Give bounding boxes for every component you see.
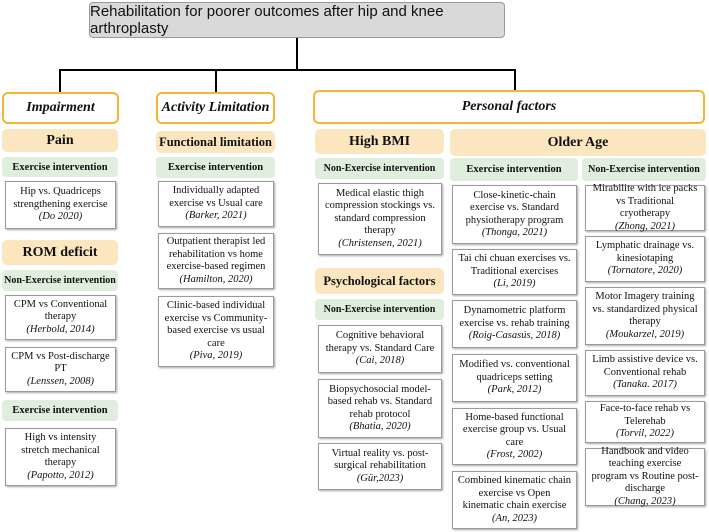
diagram-title: Rehabilitation for poorer outcomes after… xyxy=(89,2,505,38)
study-text: Motor Imagery training vs. standardized … xyxy=(592,291,698,327)
study-card-rom-1: CPM vs Conventional therapy (Herbold, 20… xyxy=(5,295,116,340)
study-card-non-exercise-4: Limb assistive device vs. Conventional r… xyxy=(585,350,705,396)
study-card-functional-1: Individually adapted exercise vs Usual c… xyxy=(158,181,274,227)
study-text: Dynamometric platform exercise vs. rehab… xyxy=(459,305,570,329)
study-text: Cognitive behavioral therapy vs. Standar… xyxy=(325,330,435,354)
study-text: High vs intensity stretch mechanical the… xyxy=(21,432,100,468)
connector-activity xyxy=(215,69,217,93)
study-citation: (Tanaka. 2017) xyxy=(613,379,677,391)
study-card-non-exercise-2: Lymphatic drainage vs. kinesiotaping (To… xyxy=(585,236,705,282)
connector-horizontal xyxy=(59,69,515,71)
study-card-non-exercise-6: Handbook and video teaching exercise pro… xyxy=(585,445,705,507)
study-card-functional-3: Clinic-based individual exercise vs Comm… xyxy=(158,296,274,367)
study-citation: (Torvil, 2022) xyxy=(616,428,674,440)
study-citation: (Barker, 2021) xyxy=(185,210,247,222)
study-citation: (An, 2023) xyxy=(492,512,537,524)
study-citation: (Chang, 2023) xyxy=(614,495,676,507)
study-citation: (Frost, 2002) xyxy=(486,449,543,460)
study-text: CPM vs Post-discharge PT xyxy=(11,350,110,375)
study-card-rom-3: High vs intensity stretch mechanical the… xyxy=(5,428,116,486)
study-text: Medical elastic thigh compression stocki… xyxy=(325,187,435,237)
study-citation: (Roig-Casasús, 2018) xyxy=(468,330,561,342)
study-text: Biopsychosocial model-based rehab vs. St… xyxy=(327,383,433,420)
study-citation: (Zhong, 2021) xyxy=(614,220,676,232)
study-text: Clinic-based individual exercise vs Comm… xyxy=(164,300,268,349)
study-text: Mirabilite with ice packs vs Traditional… xyxy=(592,183,698,219)
study-citation: (Herbold, 2014) xyxy=(26,323,95,335)
study-text: Outpatient therapist led rehabilitation … xyxy=(166,236,266,272)
study-card-older-age-6: Combined kinematic chain exercise vs Ope… xyxy=(452,471,577,529)
subcategory-pain: Pain xyxy=(2,129,118,152)
study-citation: (Hamilton, 2020) xyxy=(179,273,253,285)
study-card-pain-1: Hip vs. Quadriceps strengthening exercis… xyxy=(5,181,116,229)
study-text: Hip vs. Quadriceps strengthening exercis… xyxy=(13,186,108,210)
connector-personal xyxy=(514,69,516,91)
study-citation: (Bhatia, 2020) xyxy=(349,421,411,432)
study-card-older-age-2: Tai chi chuan exercises vs. Traditional … xyxy=(452,249,577,295)
pain-exercise-intervention: Exercise intervention xyxy=(2,157,118,177)
study-text: Handbook and video teaching exercise pro… xyxy=(591,445,699,495)
study-card-older-age-1: Close-kinetic-chain exercise vs. Standar… xyxy=(452,185,577,244)
study-card-psych-3: Virtual reality vs. post-surgical rehabi… xyxy=(318,443,442,490)
study-citation: (Park, 2012) xyxy=(487,384,542,396)
study-text: Modified vs. conventional quadriceps set… xyxy=(459,359,570,383)
study-text: Home-based functional exercise group vs.… xyxy=(462,411,567,448)
study-card-rom-2: CPM vs Post-discharge PT (Lenssen, 2008) xyxy=(5,347,116,392)
study-text: Face-to-face rehab vs Telerehab xyxy=(599,403,691,427)
older-age-non-exercise-intervention: Non-Exercise intervention xyxy=(582,158,706,181)
study-citation: (Thonga, 2021) xyxy=(481,227,548,238)
study-text: Limb assistive device vs. Conventional r… xyxy=(592,354,698,378)
study-text: Lymphatic drainage vs. kinesiotaping xyxy=(595,240,695,264)
study-text: Combined kinematic chain exercise vs Ope… xyxy=(457,475,572,511)
study-card-bmi-1: Medical elastic thigh compression stocki… xyxy=(318,183,442,255)
connector-impairment xyxy=(59,69,61,93)
study-card-older-age-3: Dynamometric platform exercise vs. rehab… xyxy=(452,300,577,348)
study-card-non-exercise-1: Mirabilite with ice packs vs Traditional… xyxy=(585,183,705,232)
study-citation: (Gür,2023) xyxy=(356,472,404,484)
rom-non-exercise-intervention: Non-Exercise intervention xyxy=(2,270,118,291)
study-text: Individually adapted exercise vs Usual c… xyxy=(169,185,263,209)
category-activity-limitation: Activity Limitation xyxy=(156,92,275,124)
study-text: Tai chi chuan exercises vs. Traditional … xyxy=(458,253,571,277)
study-card-psych-2: Biopsychosocial model-based rehab vs. St… xyxy=(318,379,442,438)
study-citation: (Papotto, 2012) xyxy=(27,469,94,481)
study-citation: (Tornatore, 2020) xyxy=(607,265,683,277)
subcategory-high-bmi: High BMI xyxy=(315,129,444,154)
study-text: CPM vs Conventional therapy xyxy=(13,298,108,323)
study-card-older-age-4: Modified vs. conventional quadriceps set… xyxy=(452,354,577,402)
functional-exercise-intervention: Exercise intervention xyxy=(156,157,275,178)
older-age-exercise-intervention: Exercise intervention xyxy=(450,158,578,181)
study-citation: (Moukarzel, 2019) xyxy=(605,328,685,340)
rom-exercise-intervention: Exercise intervention xyxy=(2,400,118,421)
subcategory-rom-deficit: ROM deficit xyxy=(2,240,118,265)
category-impairment: Impairment xyxy=(2,92,119,124)
study-text: Close-kinetic-chain exercise vs. Standar… xyxy=(465,189,564,226)
study-citation: (Do 2020) xyxy=(38,211,83,223)
connector-root-down xyxy=(296,38,298,70)
study-citation: (Cai, 2018) xyxy=(355,355,405,367)
study-card-functional-2: Outpatient therapist led rehabilitation … xyxy=(158,233,274,289)
study-citation: (Piva, 2019) xyxy=(189,350,243,362)
bmi-non-exercise-intervention: Non-Exercise intervention xyxy=(315,158,444,179)
study-card-psych-1: Cognitive behavioral therapy vs. Standar… xyxy=(318,325,442,373)
study-card-non-exercise-5: Face-to-face rehab vs Telerehab (Torvil,… xyxy=(585,401,705,443)
study-card-older-age-5: Home-based functional exercise group vs.… xyxy=(452,408,577,465)
study-citation: (Christensen, 2021) xyxy=(338,237,422,249)
study-text: Virtual reality vs. post-surgical rehabi… xyxy=(331,447,429,472)
category-personal-factors: Personal factors xyxy=(313,90,705,124)
psych-non-exercise-intervention: Non-Exercise intervention xyxy=(315,299,444,320)
subcategory-functional-limitation: Functional limitation xyxy=(156,131,275,153)
study-citation: (Li, 2019) xyxy=(493,278,536,290)
study-card-non-exercise-3: Motor Imagery training vs. standardized … xyxy=(585,287,705,345)
subcategory-psychological-factors: Psychological factors xyxy=(315,268,444,294)
study-citation: (Lenssen, 2008) xyxy=(26,375,95,387)
subcategory-older-age: Older Age xyxy=(450,129,706,156)
